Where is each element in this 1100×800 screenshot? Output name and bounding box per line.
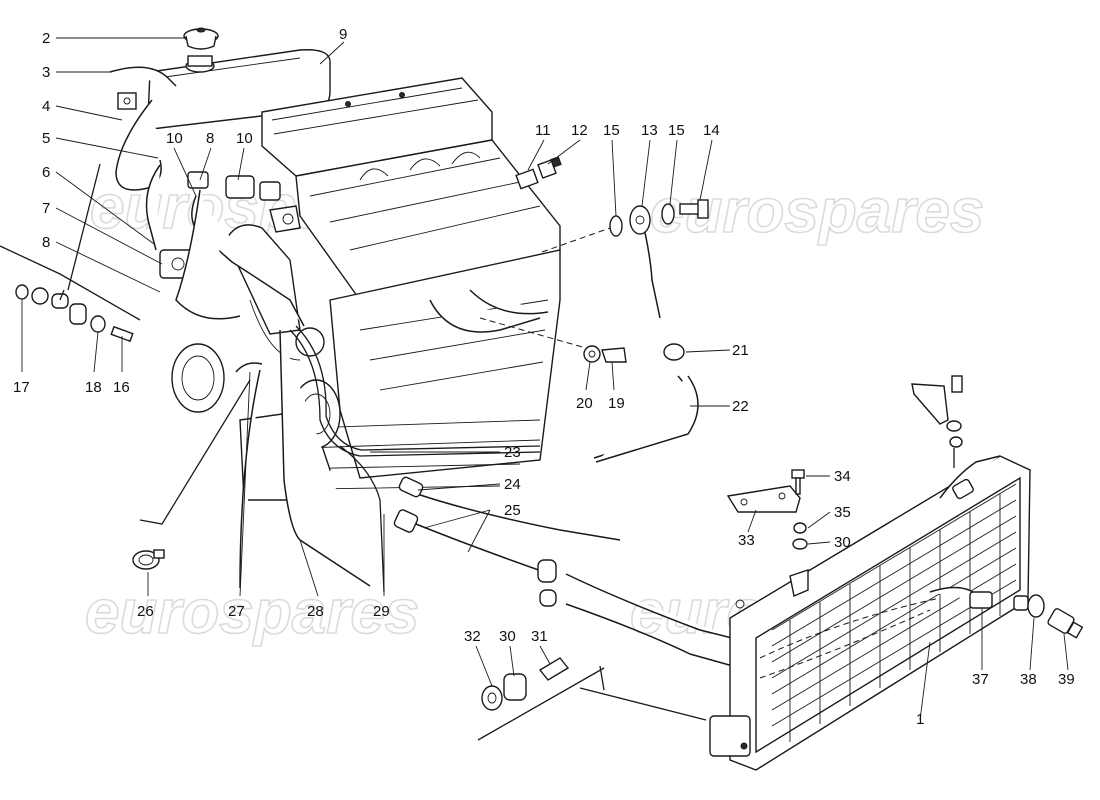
assembly-guide-20 [479,317,587,349]
overflow-pipe [109,66,177,87]
sender-11 [515,168,539,190]
leader-lines [21,37,1069,721]
watermark-text: eurospares [85,578,419,647]
tank-return-hose [145,164,161,251]
washer-15a [609,215,623,237]
callout-6: 6 [42,164,50,181]
callout-24: 24 [504,476,521,493]
assembly-guide-13 [541,227,611,253]
upper-outlet-fittings [187,171,301,233]
callout-37: 37 [972,671,989,688]
callout-7: 7 [42,200,50,217]
callout-12: 12 [571,122,588,139]
callout-14: 14 [703,122,720,139]
callout-21: 21 [732,342,749,359]
callout-38: 38 [1020,671,1037,688]
callout-30-bottom: 30 [499,628,516,645]
callout-27: 27 [228,603,245,620]
callout-32: 32 [464,628,481,645]
bottom-mount-parts [477,657,707,741]
callout-8-left: 8 [42,234,50,251]
mount-bracket-33 [726,485,801,513]
callout-15-right: 15 [668,122,685,139]
callout-17: 17 [13,379,30,396]
callout-5: 5 [42,130,50,147]
engine-water-hose [191,195,305,327]
hose-22-inner [595,375,699,463]
callout-2: 2 [42,30,50,47]
coolant-pipe-23-outer [295,325,541,451]
pipe-29 [339,445,385,593]
small-parts-left [0,245,141,343]
tank-bracket [117,92,137,110]
callout-labels: 2 3 4 5 6 7 8 9 10 8 10 11 12 15 13 15 1… [13,26,1075,728]
clip-pipe-27 [235,362,263,373]
hose-clip-26 [132,549,165,570]
callout-18: 18 [85,379,102,396]
callout-1: 1 [916,711,924,728]
radiator [709,455,1031,771]
callout-28: 28 [307,603,324,620]
callout-19: 19 [608,395,625,412]
callout-13: 13 [641,122,658,139]
hose-clip-21 [663,343,685,361]
callout-10-right: 10 [236,130,253,147]
drain-pipe-28 [279,329,371,587]
fitting-37 [969,591,993,609]
callout-10-left: 10 [166,130,183,147]
guide-line-26 [139,379,251,525]
callout-15-left: 15 [603,122,620,139]
callout-16: 16 [113,379,130,396]
bolt-14 [679,199,709,219]
callout-3: 3 [42,64,50,81]
callout-35: 35 [834,504,851,521]
radiator-cap [183,27,219,50]
callout-29: 29 [373,603,390,620]
callout-39: 39 [1058,671,1075,688]
fitting-19 [601,347,627,363]
callout-34: 34 [834,468,851,485]
washer-15b [661,203,675,225]
main-radiator-hoses [393,476,741,669]
heater-pipe [175,189,241,320]
callout-11: 11 [535,122,551,139]
radiator-top-bracket [911,375,963,468]
bolt-34 [791,469,805,495]
fitting-20 [583,345,601,363]
callout-8-top: 8 [206,130,214,147]
callout-26: 26 [137,603,154,620]
callout-31: 31 [531,628,548,645]
nut-35 [793,522,807,534]
outlet-pipe-13 [629,205,661,319]
temp-switch-39 [1047,608,1084,639]
washer-30b [792,538,808,550]
callout-22: 22 [732,398,749,415]
guide-line-left [67,163,101,291]
callout-30-right: 30 [834,534,851,551]
callout-23: 23 [504,444,521,461]
callout-9: 9 [339,26,347,43]
callout-33: 33 [738,532,755,549]
bleed-pipe-27 [239,369,261,589]
callout-4: 4 [42,98,50,115]
callout-20: 20 [576,395,593,412]
callout-25: 25 [504,502,521,519]
washer-38 [1027,594,1045,618]
sender-12 [537,156,562,179]
